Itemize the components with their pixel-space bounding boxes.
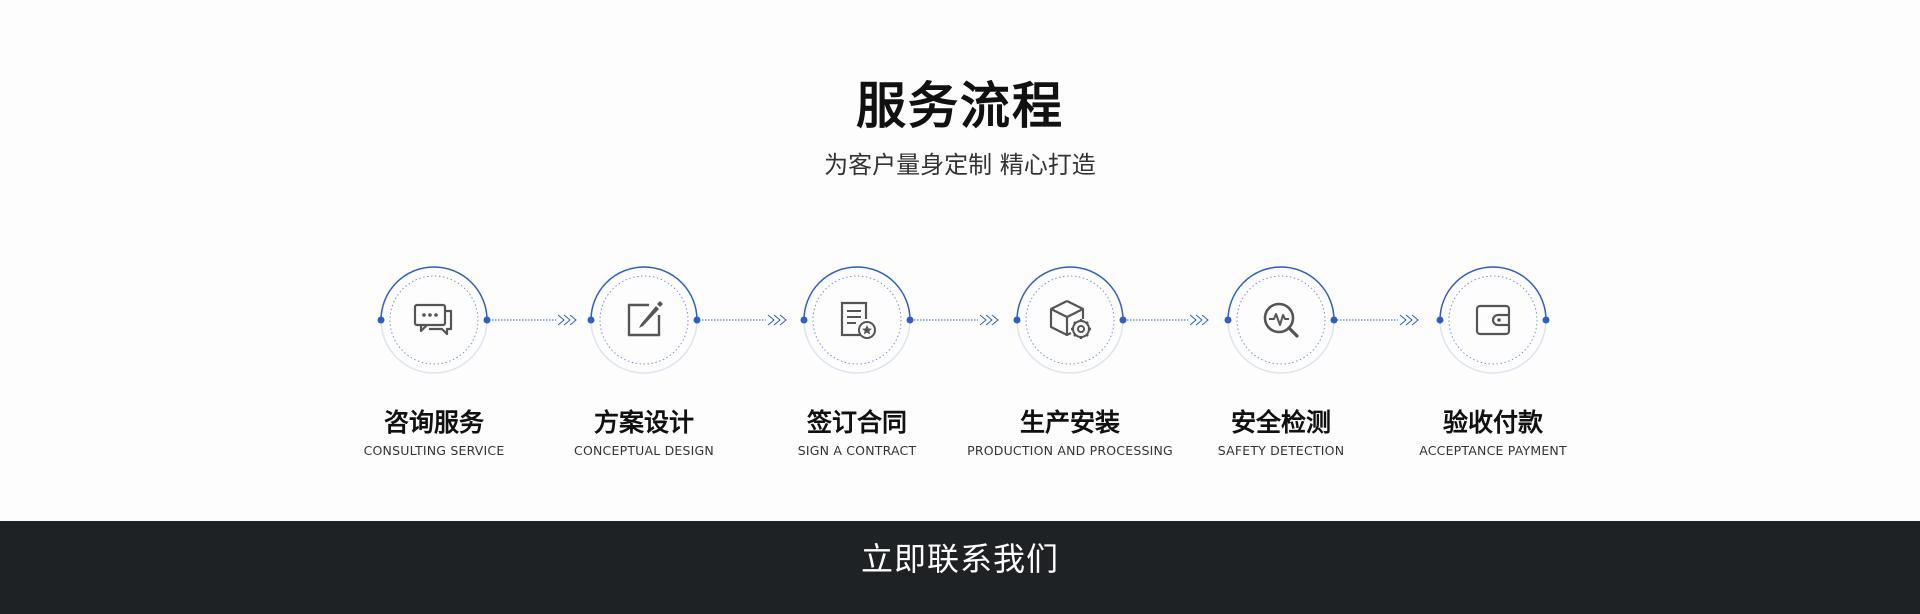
step-contract: 签订合同 SIGN A CONTRACT [757, 250, 957, 470]
chat-bubbles-icon [409, 295, 459, 345]
step-consulting: 咨询服务 CONSULTING SERVICE [334, 250, 534, 470]
step-subtitle: CONSULTING SERVICE [363, 443, 505, 458]
contact-us-button[interactable]: 立即联系我们 [860, 539, 1059, 578]
step-connector [1332, 310, 1428, 330]
edit-icon [619, 295, 669, 345]
step-title: 安全检测 [1230, 408, 1331, 437]
step-connector [1122, 310, 1218, 330]
step-subtitle: ACCEPTANCE PAYMENT [1419, 443, 1567, 458]
step-payment: 验收付款 ACCEPTANCE PAYMENT [1393, 250, 1593, 470]
step-design: 方案设计 CONCEPTUAL DESIGN [544, 250, 744, 470]
step-connector [490, 310, 586, 330]
section-title: 服务流程 [856, 77, 1064, 135]
step-title: 方案设计 [593, 408, 694, 437]
step-subtitle: CONCEPTUAL DESIGN [574, 443, 714, 458]
step-title: 验收付款 [1442, 408, 1543, 437]
step-ring [1013, 266, 1127, 374]
process-steps: 咨询服务 CONSULTING SERVICE 方案设计 CONCEPTUAL … [0, 250, 1920, 470]
step-title: 生产安装 [1019, 408, 1120, 437]
wallet-icon [1468, 295, 1518, 345]
step-ring [377, 266, 491, 374]
footer-bar: 立即联系我们 [0, 521, 1920, 614]
step-connector [700, 310, 796, 330]
step-ring [1436, 266, 1550, 374]
step-ring [800, 266, 914, 374]
step-title: 咨询服务 [383, 408, 484, 437]
step-subtitle: SAFETY DETECTION [1217, 443, 1345, 458]
step-subtitle: PRODUCTION AND PROCESSING [967, 443, 1173, 458]
magnifier-pulse-icon [1256, 295, 1306, 345]
section-subtitle: 为客户量身定制 精心打造 [824, 151, 1096, 179]
step-production: 生产安装 PRODUCTION AND PROCESSING [967, 250, 1173, 470]
step-ring [587, 266, 701, 374]
step-safety: 安全检测 SAFETY DETECTION [1181, 250, 1381, 470]
step-connector [912, 310, 1008, 330]
step-title: 签订合同 [806, 408, 907, 437]
step-subtitle: SIGN A CONTRACT [797, 443, 917, 458]
contract-icon [832, 295, 882, 345]
package-gear-icon [1045, 295, 1095, 345]
